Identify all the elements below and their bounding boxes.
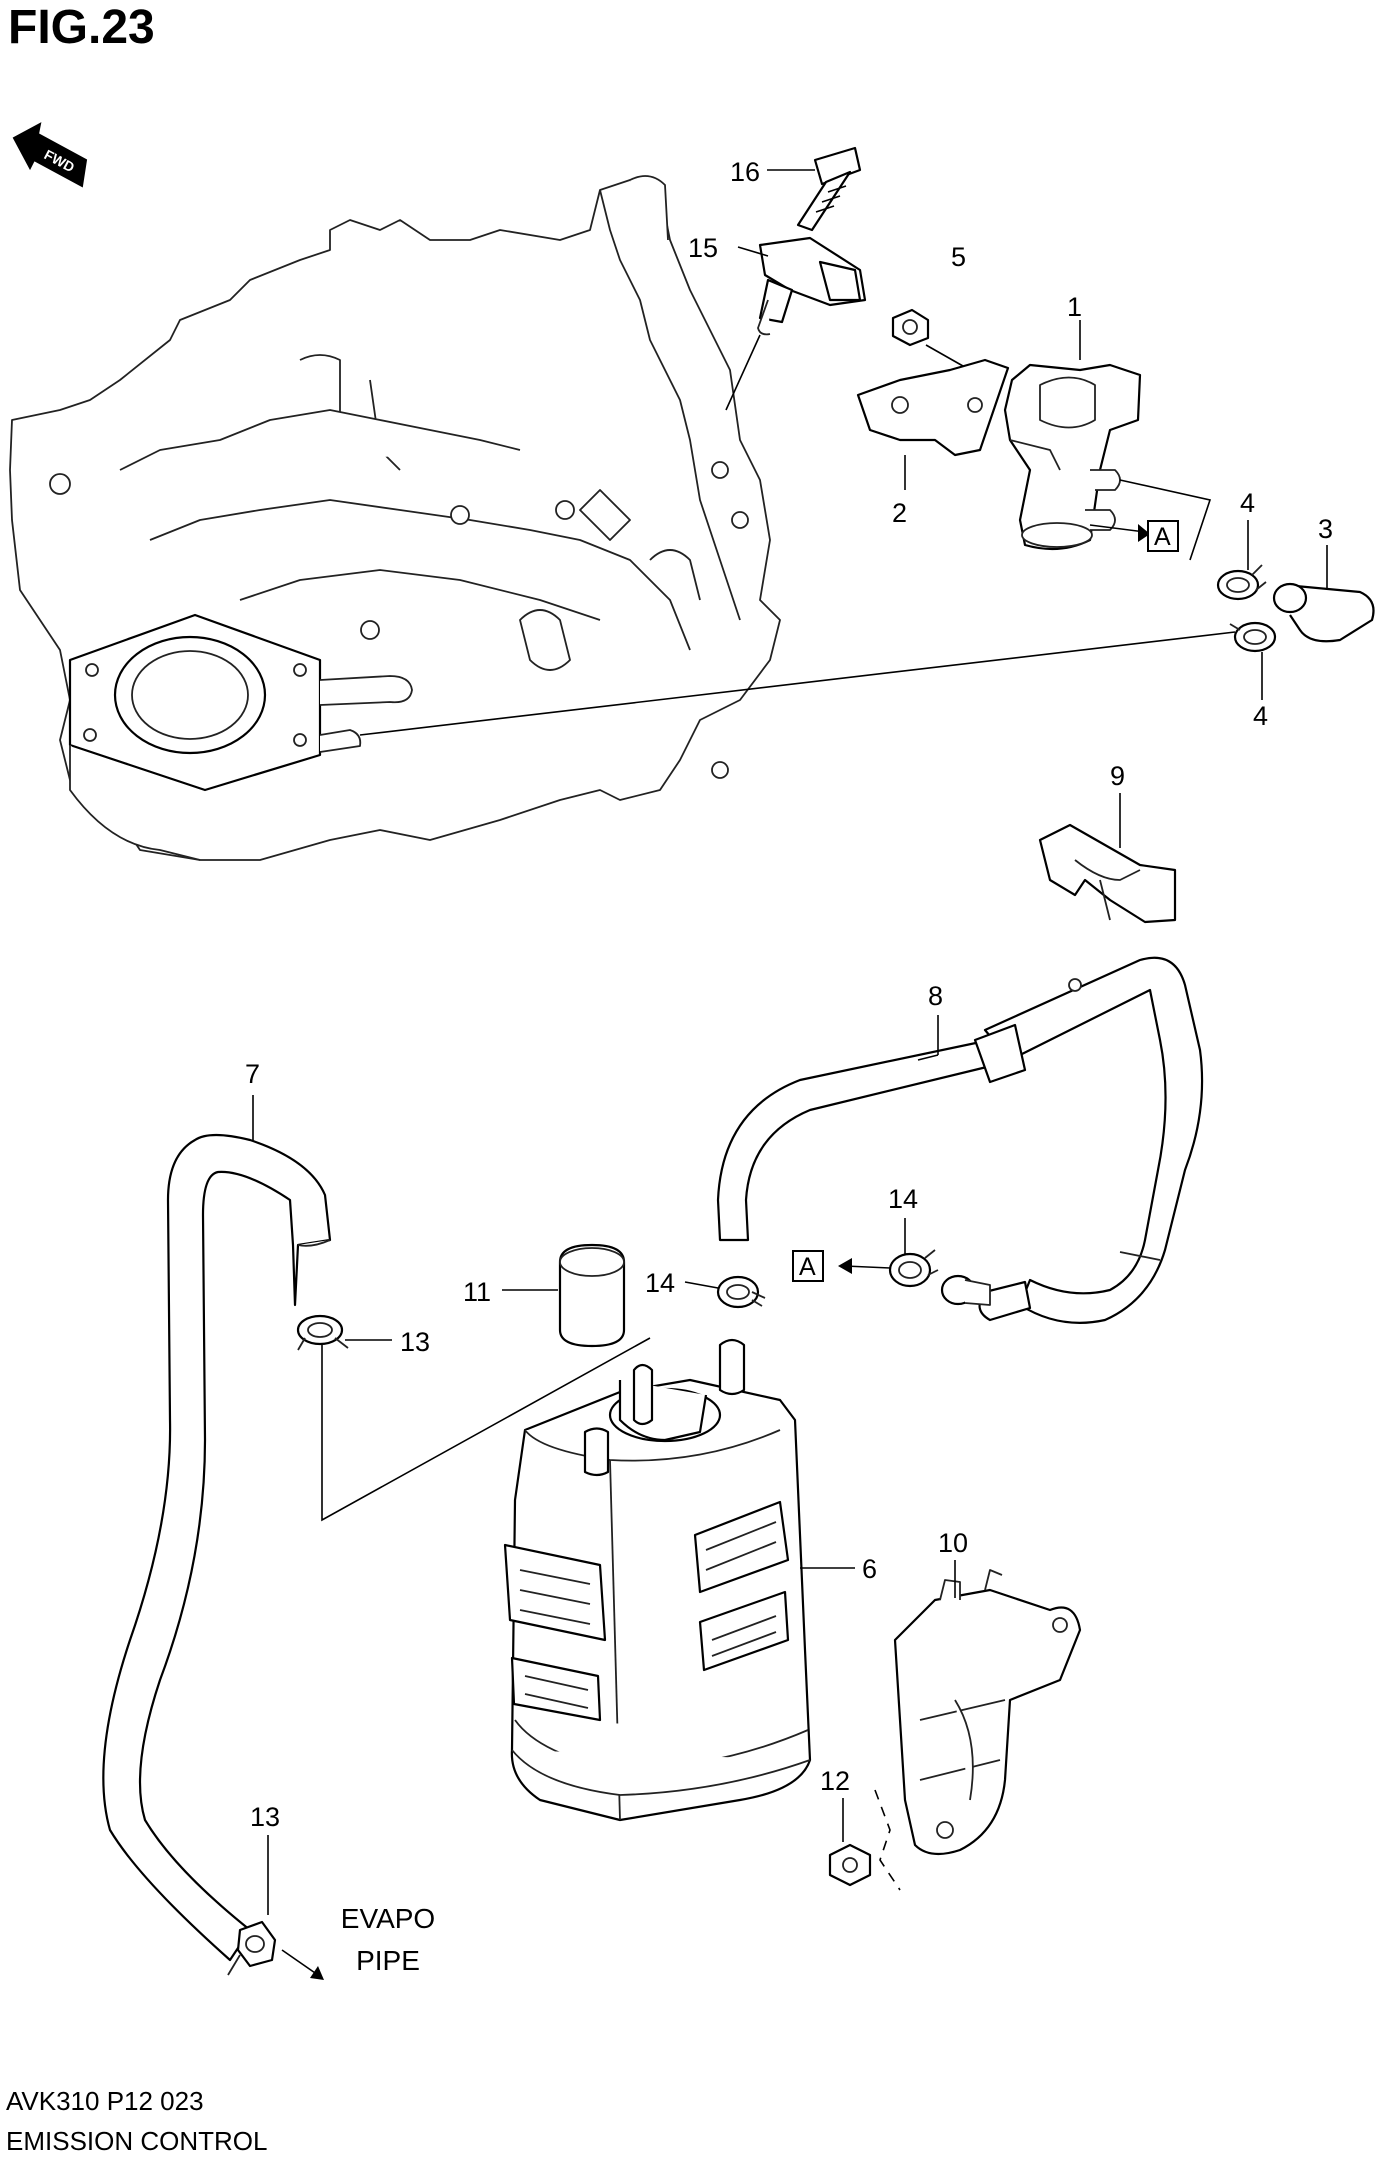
part-3-hose: [1272, 582, 1375, 643]
part-10-bracket: [893, 1569, 1082, 1856]
fwd-arrow-icon: FWD: [12, 122, 88, 188]
callout-3: 3: [1318, 514, 1333, 544]
callout-10: 10: [938, 1528, 968, 1558]
figure-title: FIG.23: [8, 1, 155, 54]
evapo-pipe-label-line1: EVAPO: [341, 1903, 435, 1934]
part-11-cap: [558, 1243, 626, 1348]
callout-numbers: 1 2 3 4 4 5 6 7 8 9 10 11 12 13 13 14 14…: [245, 157, 1333, 1832]
part-5-nut: [891, 308, 930, 347]
callout-7: 7: [245, 1059, 260, 1089]
ref-box-a-bottom-label: A: [799, 1253, 816, 1281]
part-15-sensor: [757, 236, 867, 336]
part-6-canister: [503, 1338, 812, 1822]
ref-box-a-top-label: A: [1154, 523, 1171, 551]
part-13-clamp-lower: [236, 1920, 277, 1968]
callout-13-lower: 13: [250, 1802, 280, 1832]
callout-5: 5: [951, 242, 966, 272]
intake-manifold-outline: [9, 175, 781, 861]
callout-16: 16: [730, 157, 760, 187]
part-9-clip: [1038, 823, 1177, 924]
ref-box-a-bottom: A: [792, 1250, 824, 1282]
callout-14-left: 14: [645, 1268, 675, 1298]
part-16-bolt: [796, 146, 862, 232]
part-2-bracket: [856, 358, 1010, 457]
callout-8: 8: [928, 981, 943, 1011]
ref-box-a-top: A: [1147, 520, 1179, 552]
callout-15: 15: [688, 233, 718, 263]
diagram-name: EMISSION CONTROL: [6, 2126, 268, 2156]
part-4-clamp-lower: [1229, 621, 1277, 653]
diagram-code: AVK310 P12 023: [6, 2086, 204, 2116]
part-8-hose: [716, 956, 1204, 1324]
part-7-hose: [102, 1133, 332, 1976]
callout-2: 2: [892, 498, 907, 528]
callout-4-lower: 4: [1253, 701, 1268, 731]
callout-12: 12: [820, 1766, 850, 1796]
callout-6: 6: [862, 1554, 877, 1584]
part-12-nut: [828, 1843, 872, 1887]
callout-14-right: 14: [888, 1184, 918, 1214]
callout-9: 9: [1110, 761, 1125, 791]
callout-11: 11: [463, 1277, 491, 1307]
part-1-valve: [1003, 363, 1142, 551]
evapo-pipe-label-line2: PIPE: [356, 1945, 420, 1976]
part-14-clamp-right: [888, 1249, 939, 1288]
callout-1: 1: [1067, 292, 1082, 322]
callout-13-upper: 13: [400, 1327, 430, 1357]
callout-4-upper: 4: [1240, 488, 1255, 518]
part-13-clamp-upper: [296, 1314, 349, 1351]
part-4-clamp-upper: [1216, 564, 1267, 601]
part-14-clamp-left: [716, 1275, 766, 1309]
